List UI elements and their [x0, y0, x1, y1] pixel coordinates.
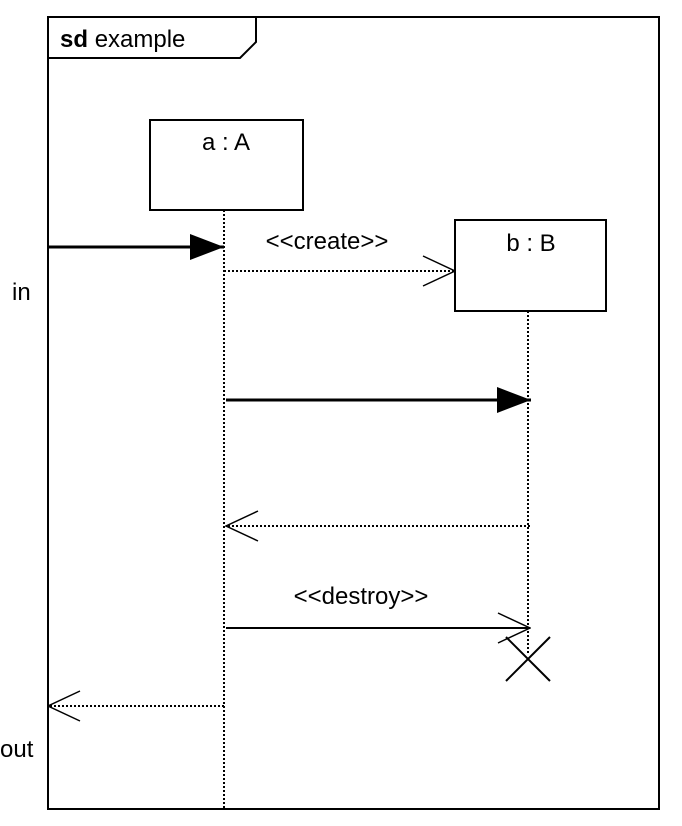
message-create: <<create>>	[224, 228, 455, 271]
gate-out-label: out	[0, 736, 34, 763]
frame-tab	[48, 17, 257, 59]
frame-keyword: sd	[60, 26, 88, 53]
frame: sd example	[47, 16, 660, 810]
lifeline-b: b : B	[454, 219, 607, 682]
lifeline-a: a : A	[149, 119, 304, 809]
message-destroy-label: <<destroy>>	[294, 583, 429, 610]
lifeline-b-label: b : B	[506, 230, 555, 257]
gate-in-label: in	[12, 279, 31, 306]
frame-title: sd example	[60, 26, 185, 53]
lifeline-a-head	[149, 119, 304, 211]
frame-name: example	[95, 26, 186, 53]
lifeline-a-label: a : A	[202, 129, 250, 156]
lifeline-b-head	[454, 219, 607, 312]
frame-border	[47, 16, 660, 810]
message-create-label: <<create>>	[266, 228, 389, 255]
message-destroy: <<destroy>>	[226, 583, 530, 628]
destruction-marker	[505, 636, 551, 682]
